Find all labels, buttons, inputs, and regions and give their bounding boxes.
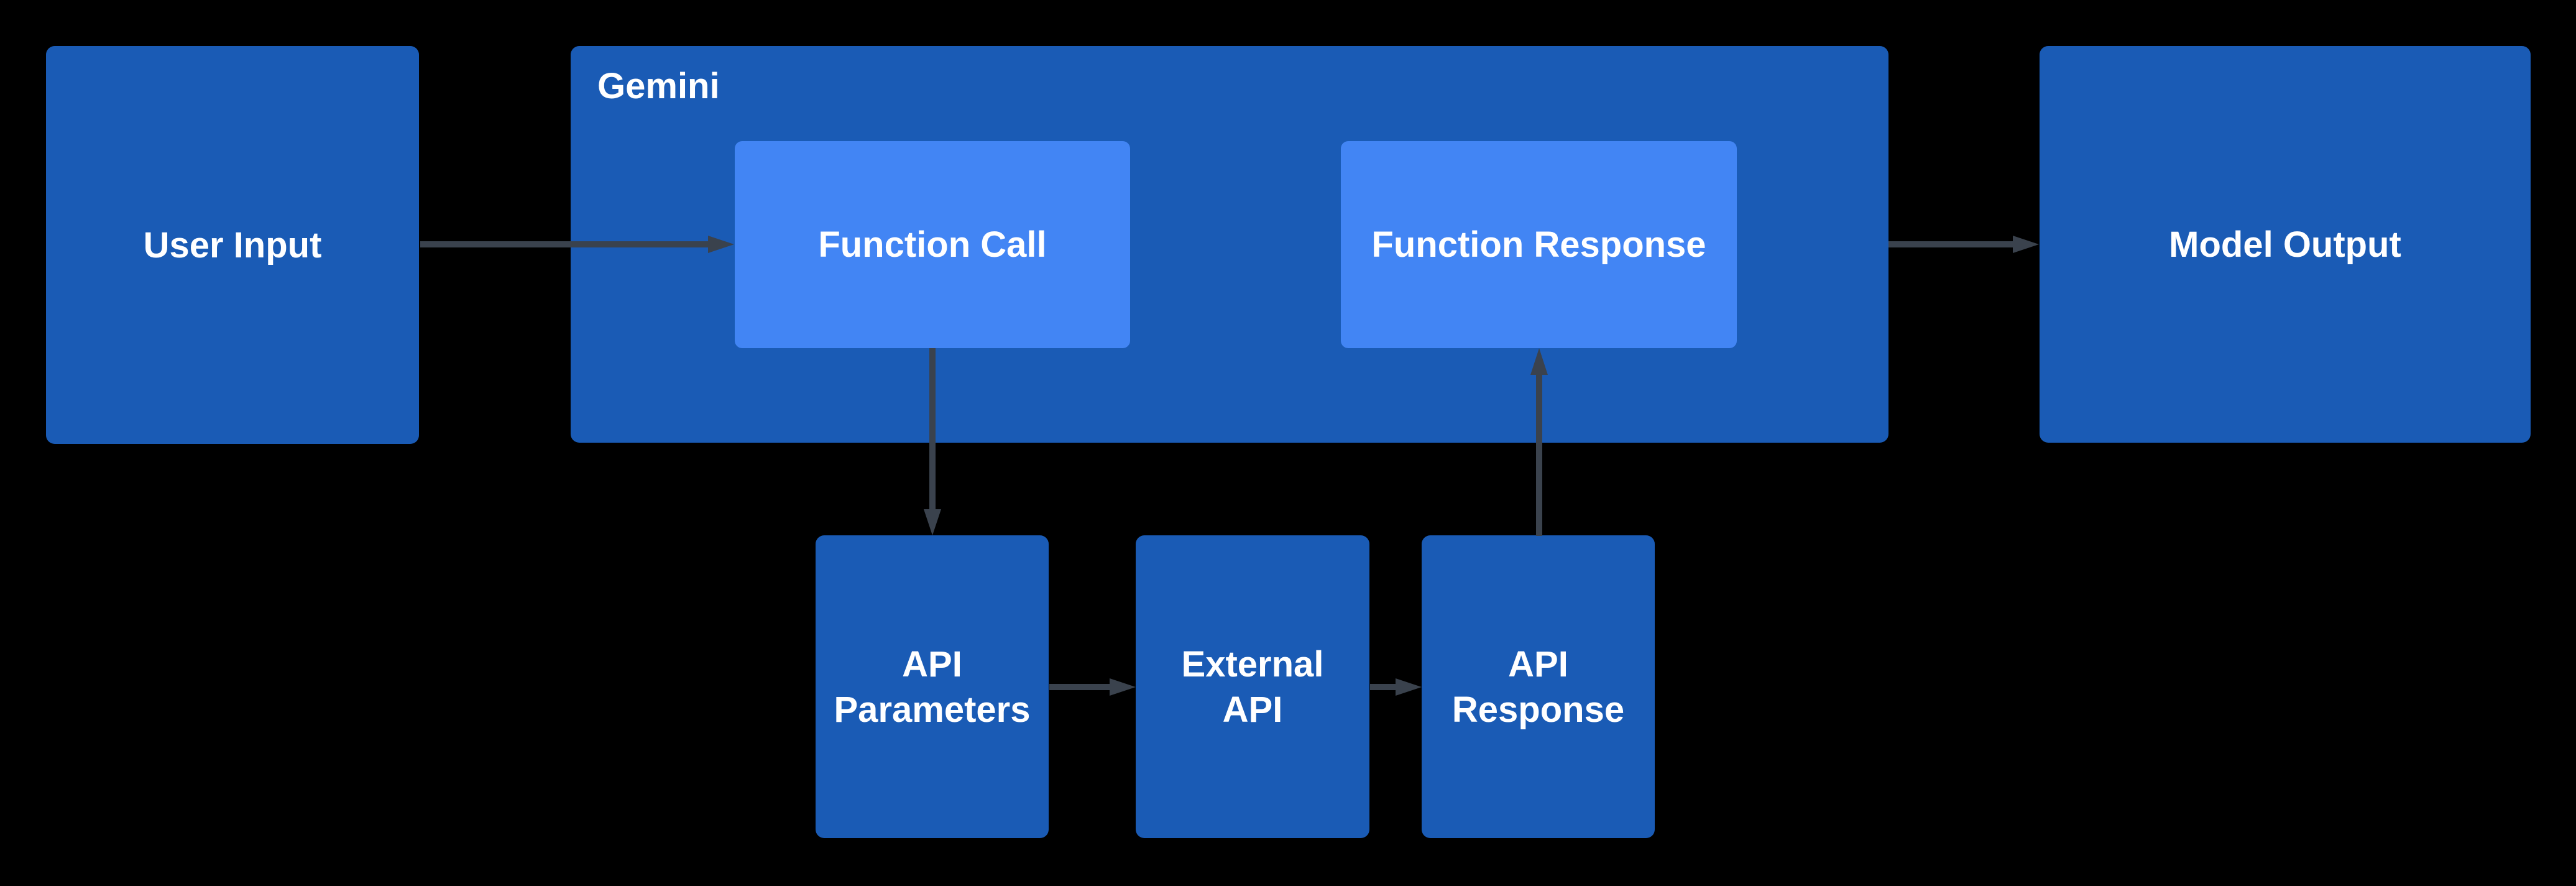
node-function-call-label: Function Call: [818, 224, 1047, 265]
node-external-api: External API: [1136, 535, 1369, 838]
node-gemini-label: Gemini: [597, 66, 720, 106]
node-api-response-label: API Response: [1451, 644, 1625, 730]
node-api-parameters: API Parameters: [816, 535, 1049, 838]
node-user-input-label: User Input: [143, 224, 322, 265]
node-function-response: Function Response: [1341, 141, 1737, 348]
node-api-parameters-label: API Parameters: [834, 644, 1031, 730]
arrow-api-parameters-to-external-api: [1049, 678, 1136, 696]
node-api-response: API Response: [1422, 535, 1655, 838]
node-function-call: Function Call: [735, 141, 1130, 348]
node-user-input: User Input: [46, 46, 419, 444]
arrow-gemini-to-model-output: [1888, 236, 2039, 253]
node-model-output-label: Model Output: [2169, 224, 2401, 265]
node-function-response-label: Function Response: [1371, 224, 1706, 265]
arrow-external-api-to-api-response: [1370, 678, 1422, 696]
node-model-output: Model Output: [2040, 46, 2531, 443]
node-external-api-label: External API: [1181, 644, 1324, 730]
